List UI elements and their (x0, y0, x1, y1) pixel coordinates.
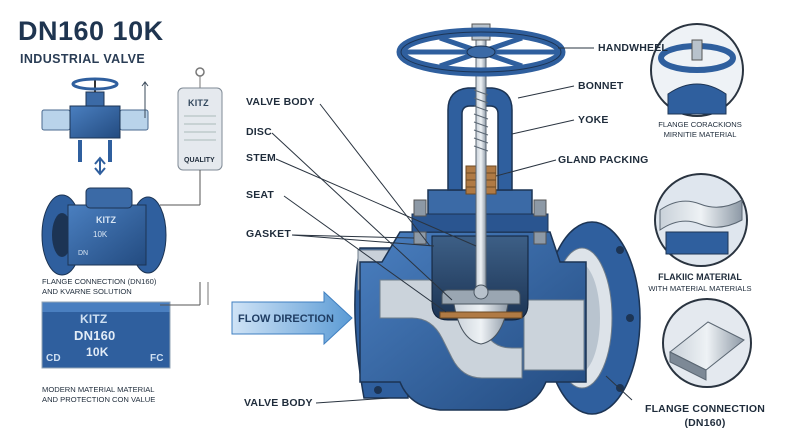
svg-text:DN: DN (78, 250, 88, 257)
label-stem: STEM (246, 152, 276, 164)
quality-tag-illustration (160, 67, 223, 206)
label-handwheel: HANDWHEEL (598, 42, 669, 54)
label-flow-direction: FLOW DIRECTION (238, 313, 334, 325)
label-seat: SEAT (246, 189, 275, 201)
mini-assembly-illustration (41, 77, 149, 176)
casting-rating: 10K (86, 345, 109, 359)
detail-circle-flange (662, 298, 752, 388)
flow-direction-arrow (231, 290, 353, 346)
detail-2-caption-line2: WITH MATERIAL MATERIALS (648, 284, 752, 293)
flange-caption-line2: AND KVARNE SOLUTION (42, 287, 132, 296)
detail-2-caption-line1: FLAKIIC MATERIAL (658, 272, 742, 282)
detail-1-caption-line1: FLANGE CORACKIONS (658, 120, 742, 129)
main-valve-cutaway (354, 23, 641, 415)
detail-circle-material (654, 173, 748, 267)
casting-brand: KITZ (80, 312, 108, 326)
label-disc: DISC (246, 126, 272, 138)
flange-caption-line1: FLANGE CONNECTION (DN160) (42, 277, 157, 286)
casting-right-mark: FC (150, 353, 164, 364)
casting-closeup-panel (41, 282, 209, 369)
page-title: DN160 10K (18, 16, 164, 46)
detail-1-caption-line2: MIRNITIE MATERIAL (663, 130, 737, 139)
leader-lines-left (271, 103, 477, 404)
label-gland-packing: GLAND PACKING (558, 154, 649, 166)
label-flange-connection-line2: (DN160) (684, 417, 726, 429)
casting-size: DN160 (74, 328, 116, 343)
svg-text:10K: 10K (93, 230, 108, 239)
label-flange-connection-line1: FLANGE CONNECTION (644, 403, 766, 415)
label-valve-body-bottom: VALVE BODY (244, 397, 313, 409)
label-gasket: GASKET (246, 228, 291, 240)
mini-valve-body: KITZ 10K DN (41, 187, 167, 276)
svg-text:KITZ: KITZ (96, 215, 116, 225)
tag-footer: QUALITY (184, 157, 215, 164)
label-bonnet: BONNET (578, 80, 624, 92)
label-yoke: YOKE (578, 114, 609, 126)
material-caption-line2: AND PROTECTION CON VALUE (42, 395, 156, 404)
casting-left-mark: CD (46, 353, 61, 364)
leader-lines-right (495, 47, 633, 401)
page-subtitle: INDUSTRIAL VALVE (20, 52, 146, 66)
detail-circle-handwheel (650, 23, 744, 117)
material-caption-line1: MODERN MATERIAL MATERIAL (42, 385, 155, 394)
tag-brand: KITZ (188, 98, 209, 108)
label-valve-body-top: VALVE BODY (246, 96, 315, 108)
